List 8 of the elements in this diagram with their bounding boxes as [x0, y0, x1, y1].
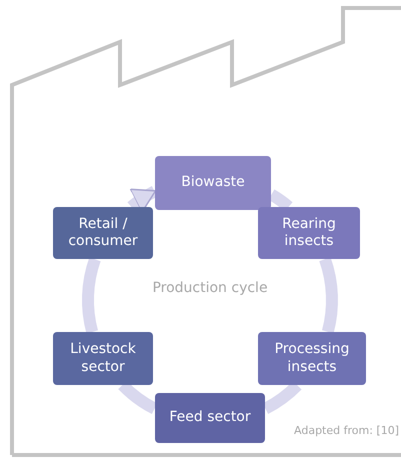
process-box: Retail / consumer — [53, 207, 153, 259]
process-box: Processing insects — [258, 332, 366, 385]
process-box: Livestock sector — [53, 332, 153, 385]
center-label: Production cycle — [151, 280, 269, 296]
process-box: Feed sector — [155, 393, 265, 443]
process-box: Biowaste — [155, 156, 271, 210]
process-box: Rearing insects — [258, 207, 360, 259]
source-note: Adapted from: [10] — [293, 424, 399, 437]
